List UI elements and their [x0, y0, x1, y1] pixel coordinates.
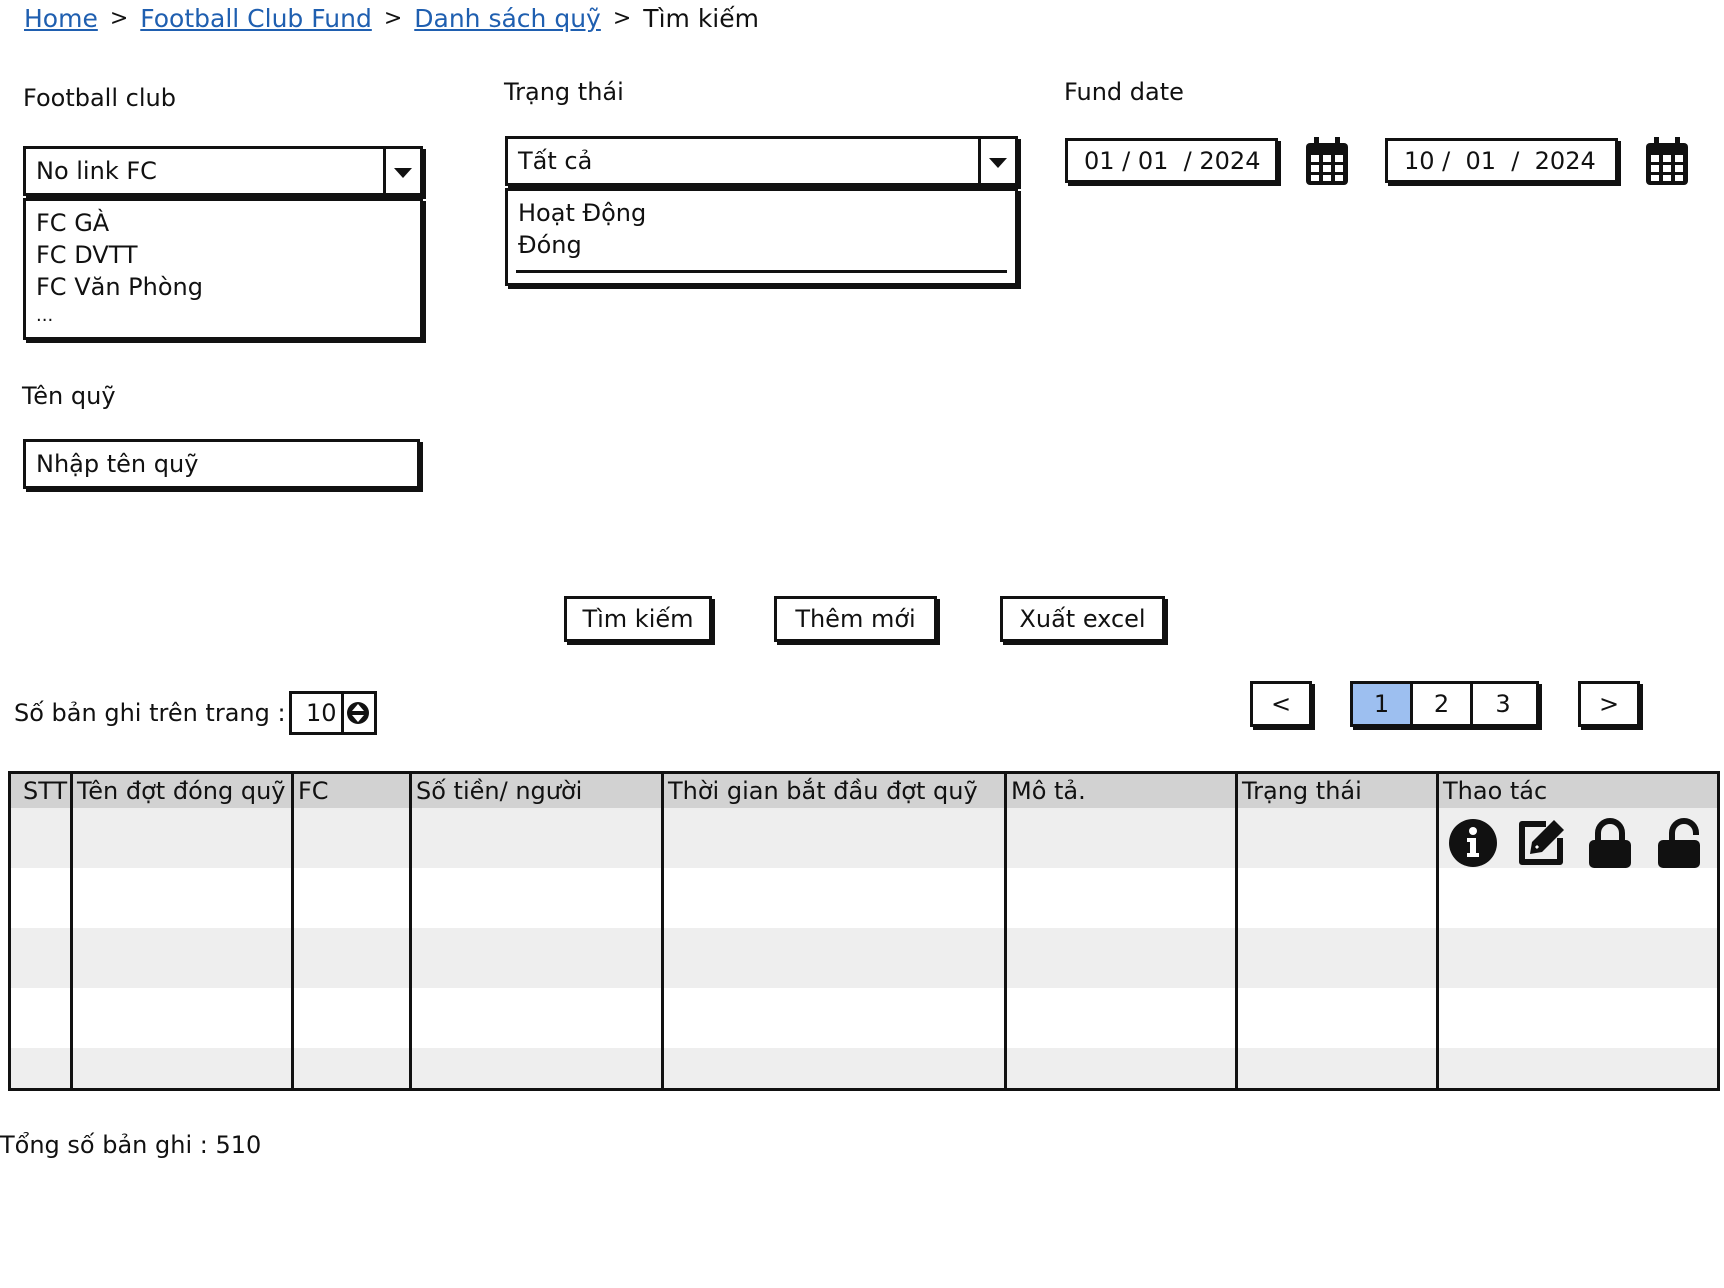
- column-header-name: Tên đợt đóng quỹ: [77, 777, 286, 805]
- search-button[interactable]: Tìm kiếm: [564, 596, 712, 642]
- breadcrumb-home-link[interactable]: Home: [24, 4, 98, 33]
- column-header-stt: STT: [23, 777, 68, 805]
- export-excel-button[interactable]: Xuất excel: [1000, 596, 1165, 642]
- column-divider: [70, 774, 73, 1088]
- page-button-1[interactable]: 1: [1353, 684, 1413, 724]
- breadcrumb-club-fund-link[interactable]: Football Club Fund: [140, 4, 372, 33]
- status-select[interactable]: Tất cả: [505, 136, 1018, 186]
- column-header-amount: Số tiền/ người: [416, 777, 583, 805]
- column-divider: [409, 774, 412, 1088]
- football-club-option[interactable]: FC Văn Phòng: [36, 273, 203, 301]
- page-button-3[interactable]: 3: [1495, 690, 1511, 718]
- prev-page-button[interactable]: <: [1250, 681, 1312, 727]
- unlock-icon[interactable]: [1656, 818, 1702, 872]
- funds-table: STT Tên đợt đóng quỹ FC Số tiền/ người T…: [8, 771, 1720, 1091]
- fund-date-from-input[interactable]: 01 / 01 / 2024: [1065, 138, 1278, 183]
- football-club-option[interactable]: FC DVTT: [36, 241, 138, 269]
- column-header-fc: FC: [298, 777, 329, 805]
- fund-date-to-value: 10 / 01 / 2024: [1404, 146, 1596, 175]
- column-header-description: Mô tả.: [1011, 777, 1086, 805]
- fund-name-label: Tên quỹ: [22, 382, 116, 410]
- column-header-actions: Thao tác: [1443, 777, 1548, 805]
- column-divider: [1436, 774, 1439, 1088]
- per-page-stepper[interactable]: 10: [289, 691, 377, 735]
- fund-name-input[interactable]: Nhập tên quỹ: [23, 439, 420, 489]
- total-records: Tổng số bản ghi : 510: [0, 1131, 262, 1159]
- status-label: Trạng thái: [504, 78, 624, 106]
- chevron-down-icon: [989, 158, 1007, 168]
- table-row: [11, 988, 1717, 1048]
- table-row: [11, 868, 1717, 928]
- football-club-select[interactable]: No link FC: [23, 146, 423, 196]
- per-page-value: 10: [306, 699, 337, 727]
- calendar-icon[interactable]: [1306, 137, 1348, 185]
- status-selected: Tất cả: [518, 147, 593, 175]
- status-option[interactable]: Hoạt Động: [518, 199, 647, 227]
- page-button-2[interactable]: 2: [1413, 684, 1473, 724]
- football-club-dropdown-toggle[interactable]: [383, 149, 420, 193]
- football-club-option-more[interactable]: ...: [36, 305, 54, 326]
- status-dropdown-toggle[interactable]: [978, 139, 1015, 183]
- next-page-button[interactable]: >: [1578, 681, 1640, 727]
- calendar-icon[interactable]: [1646, 137, 1688, 185]
- edit-icon[interactable]: [1516, 818, 1566, 872]
- table-header: [11, 774, 1717, 808]
- stepper-icon: [347, 702, 369, 724]
- column-divider: [661, 774, 664, 1088]
- column-divider: [1235, 774, 1238, 1088]
- table-row: [11, 808, 1717, 868]
- breadcrumb-fund-list-link[interactable]: Danh sách quỹ: [414, 4, 601, 33]
- add-new-button[interactable]: Thêm mới: [774, 596, 937, 642]
- breadcrumb: Home > Football Club Fund > Danh sách qu…: [24, 4, 759, 33]
- stepper-arrows[interactable]: [341, 694, 374, 732]
- fund-name-placeholder: Nhập tên quỹ: [36, 450, 199, 478]
- breadcrumb-separator: >: [383, 6, 403, 31]
- page-numbers: 1 2 3: [1350, 681, 1539, 727]
- status-option[interactable]: Đóng: [518, 231, 582, 259]
- breadcrumb-separator: >: [109, 6, 129, 31]
- football-club-options: FC GÀ FC DVTT FC Văn Phòng ...: [23, 198, 423, 340]
- football-club-option[interactable]: FC GÀ: [36, 209, 110, 237]
- status-options: Hoạt Động Đóng: [505, 188, 1018, 286]
- fund-date-from-value: 01 / 01 / 2024: [1084, 146, 1261, 175]
- breadcrumb-current: Tìm kiếm: [643, 4, 759, 33]
- chevron-down-icon: [394, 168, 412, 178]
- per-page-label: Số bản ghi trên trang :: [14, 699, 286, 727]
- football-club-label: Football club: [23, 84, 176, 112]
- column-header-start-time: Thời gian bắt đầu đợt quỹ: [668, 777, 978, 805]
- column-divider: [1004, 774, 1007, 1088]
- football-club-selected: No link FC: [36, 157, 157, 185]
- fund-date-label: Fund date: [1064, 78, 1184, 106]
- lock-icon[interactable]: [1587, 818, 1633, 872]
- table-row: [11, 1048, 1717, 1088]
- info-icon[interactable]: [1448, 818, 1498, 872]
- fund-date-to-input[interactable]: 10 / 01 / 2024: [1385, 138, 1618, 183]
- list-divider: [516, 270, 1007, 273]
- table-row: [11, 928, 1717, 988]
- breadcrumb-separator: >: [612, 6, 632, 31]
- column-header-status: Trạng thái: [1242, 777, 1362, 805]
- column-divider: [291, 774, 294, 1088]
